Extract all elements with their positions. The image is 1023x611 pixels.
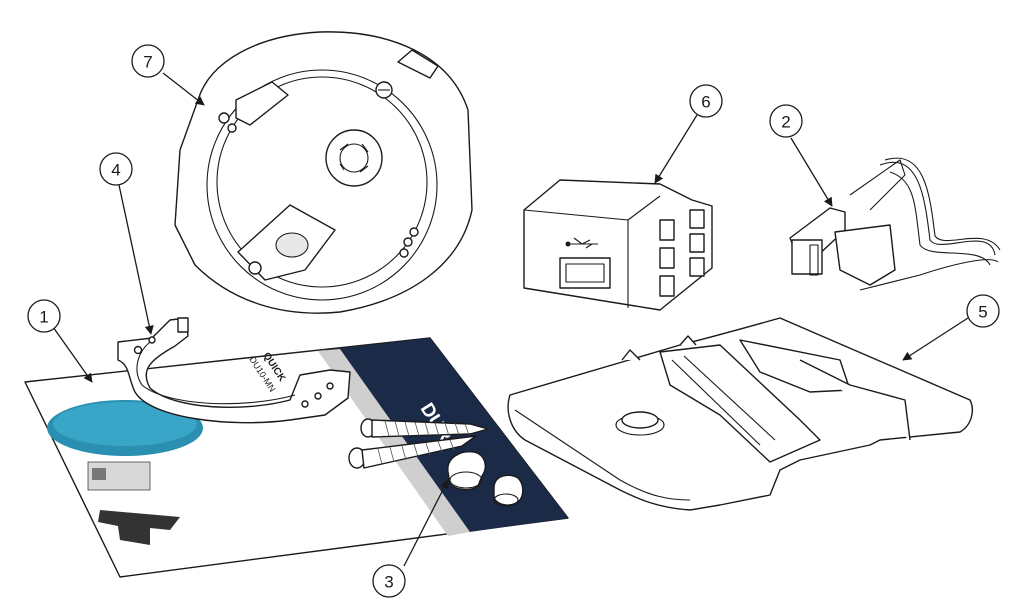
part-2-wire-clip <box>789 157 1001 291</box>
leader-3 <box>403 479 449 567</box>
leader-7 <box>162 72 205 106</box>
callout-1-label: 1 <box>39 308 48 327</box>
callout-1: 1 <box>27 299 61 333</box>
leader-2 <box>790 137 833 207</box>
leader-6 <box>654 114 698 184</box>
callout-5-label: 5 <box>978 303 987 322</box>
leader-lines <box>52 72 969 567</box>
callout-3: 3 <box>372 564 406 598</box>
part-5-mounting-plate <box>507 317 973 511</box>
callout-7-label: 7 <box>143 53 152 72</box>
part-3-screws-and-caps <box>348 418 524 507</box>
part-6-usb-module <box>523 179 713 311</box>
leader-1 <box>52 326 93 383</box>
callout-7: 7 <box>131 44 165 78</box>
leader-4 <box>118 184 154 335</box>
part-1-quick-guide: DUR QUICK DU10-MN <box>24 337 569 578</box>
callout-4-label: 4 <box>111 161 120 180</box>
leader-5 <box>902 317 969 361</box>
callout-6: 6 <box>689 84 723 118</box>
callout-2: 2 <box>769 104 803 138</box>
callout-3-label: 3 <box>384 573 393 592</box>
callout-4: 4 <box>99 152 133 186</box>
part-4-ring-bracket <box>117 317 351 424</box>
part-7-round-box <box>174 31 473 314</box>
callout-2-label: 2 <box>781 113 790 132</box>
callout-5: 5 <box>966 294 1000 328</box>
callout-6-label: 6 <box>701 93 710 112</box>
